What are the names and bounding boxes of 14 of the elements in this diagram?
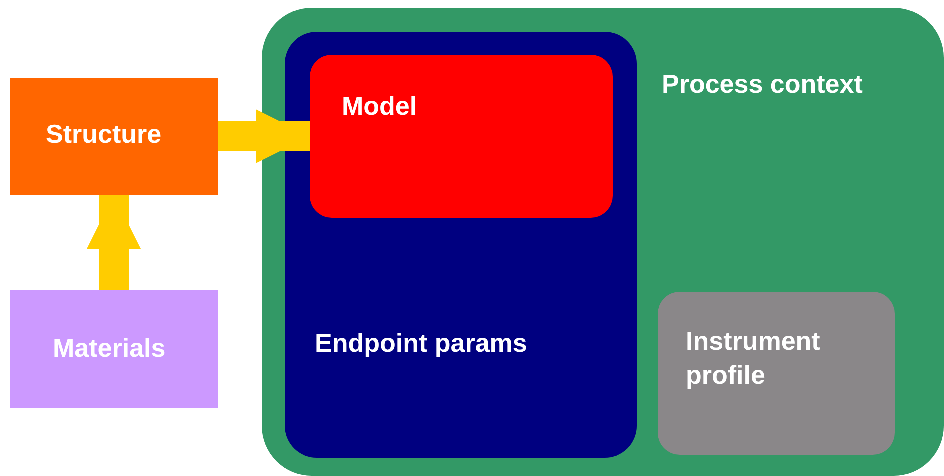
process-box (10, 78, 218, 195)
arrow (218, 110, 310, 164)
process-box (658, 292, 895, 455)
node-label: Materials (53, 332, 167, 365)
arrow (87, 195, 141, 290)
process-box (10, 290, 218, 408)
node-label: Process context (662, 68, 864, 101)
node-label: Structure (46, 118, 163, 151)
container-panel (285, 32, 637, 458)
node-label: Instrument profile (686, 325, 822, 392)
node-label: Model (342, 90, 418, 123)
node-label: Endpoint params (315, 327, 528, 360)
process-box (310, 55, 613, 218)
container-panel (262, 8, 944, 476)
